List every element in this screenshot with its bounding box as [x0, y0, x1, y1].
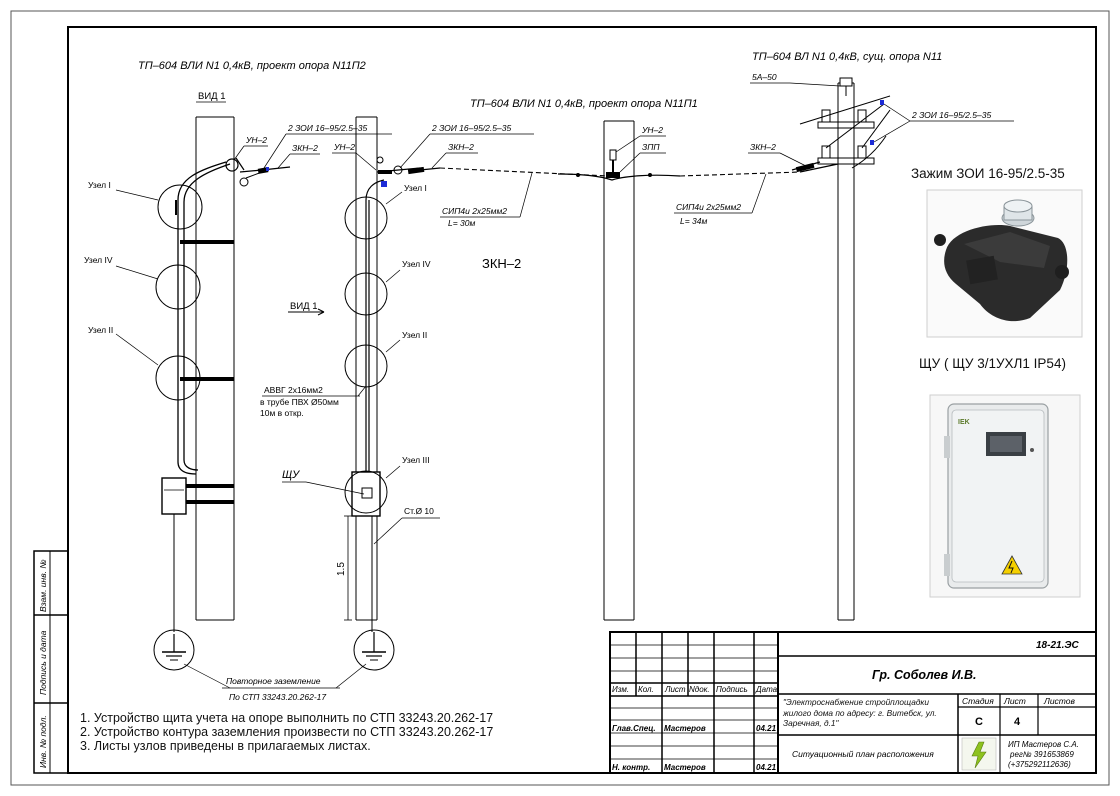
margin-inv-repl: Взам. инв. № — [38, 559, 48, 612]
dimension-1-5: 1.5 — [336, 562, 347, 576]
client-name: Гр. Соболев И.В. — [872, 668, 977, 682]
tb-header-sign: Подпись — [716, 685, 748, 694]
sheet-title: Ситуационный план расположения — [792, 749, 934, 759]
tb-header-kol: Кол. — [638, 685, 654, 694]
title-pole-n11p1: ТП–604 ВЛИ N1 0,4кВ, проект опора N11П1 — [470, 98, 698, 110]
pole-2: 1.5 Узел I Узел IV Узел II Узел III — [336, 116, 441, 671]
un2-label-b: УН–2 — [333, 142, 355, 152]
pole-3 — [557, 120, 681, 621]
pole-4 — [791, 77, 891, 621]
steel-rod-label: Ст.Ø 10 — [404, 506, 434, 516]
note-1: 1. Устройство щита учета на опоре выполн… — [80, 711, 494, 725]
margin-sign-date: Подпись и дата — [38, 630, 48, 695]
node4-label-pole1: Узел IV — [84, 255, 113, 265]
tb-header-date: Дата — [755, 685, 778, 694]
vid1-label-arrow: ВИД 1 — [290, 301, 318, 312]
title-pole-n11: ТП–604 ВЛ N1 0,4кВ, сущ. опора N11 — [752, 51, 942, 63]
tb-header-izm: Изм. — [612, 685, 629, 694]
zkn-center-label: ЗКН–2 — [482, 256, 521, 271]
org-logo — [961, 737, 997, 771]
tb-role-2: Н. контр. — [612, 763, 650, 772]
tb-header-list: Лист — [664, 685, 686, 694]
tb-name-2: Мастеров — [664, 763, 706, 772]
svg-text:IEK: IEK — [958, 419, 970, 426]
zoi-label-c: 2 ЗОИ 16–95/2.5–35 — [911, 110, 991, 120]
tb-name-1: Мастеров — [664, 724, 706, 733]
a50-label: 5А–50 — [752, 72, 777, 82]
clamp-photo — [926, 189, 1083, 338]
avvg-label-3: 10м в откр. — [260, 408, 304, 418]
zoi-label-b: 2 ЗОИ 16–95/2.5–35 — [431, 123, 511, 133]
object-description: "Электроснабжение стройплощадки жилого д… — [783, 697, 937, 728]
margin-stamp: Взам. инв. № Подпись и дата Инв. № подл. — [33, 550, 69, 774]
note-2: 2. Устройство контура заземления произве… — [80, 725, 494, 739]
sheets-label: Листов — [1043, 696, 1076, 706]
inner-frame — [67, 26, 1097, 774]
zkn-label-c: ЗКН–2 — [750, 142, 776, 152]
stage-label: Стадия — [962, 696, 994, 706]
sheet-label: Лист — [1003, 696, 1026, 706]
title-block-text: 18-21.ЭС Гр. Соболев И.В. Изм. Кол. Лист… — [612, 640, 1080, 772]
stage-value: С — [975, 716, 983, 728]
shu-label: ЩУ — [282, 469, 300, 481]
node4-label-pole2: Узел IV — [402, 259, 431, 269]
margin-inv-orig: Инв. № подл. — [38, 715, 48, 768]
doc-code: 18-21.ЭС — [1036, 640, 1080, 651]
zkn-label-b: ЗКН–2 — [448, 142, 474, 152]
node1-label-pole1: Узел I — [88, 180, 111, 190]
zoi-label-a: 2 ЗОИ 16–95/2.5–35 — [287, 123, 367, 133]
org-line-2: рег№ 391653869 — [1009, 750, 1074, 759]
general-notes: 1. Устройство щита учета на опоре выполн… — [80, 711, 493, 753]
tb-header-ndok: Nдок. — [689, 685, 710, 694]
length-label-1: L= 30м — [448, 218, 476, 228]
org-line-3: (+375292112636) — [1008, 760, 1071, 769]
title-block — [609, 631, 1097, 774]
outer-frame — [10, 10, 1110, 786]
meter-panel-photo: IEK — [929, 394, 1081, 598]
clamp-caption: Зажим ЗОИ 16-95/2.5-35 — [911, 166, 1065, 181]
node2-label-pole1: Узел II — [88, 325, 113, 335]
un2-label-c: УН–2 — [641, 125, 663, 135]
ground-note-2: По СТП 33243.20.262-17 — [229, 692, 326, 702]
tb-role-1: Глав.Спец. — [612, 724, 656, 733]
vid1-label-top: ВИД 1 — [198, 91, 226, 102]
avvg-label-2: в трубе ПВХ Ø50мм — [260, 397, 339, 407]
avvg-label-1: АВВГ 2х16мм2 — [264, 385, 323, 395]
node1-label-pole2: Узел I — [404, 183, 427, 193]
length-label-2: L= 34м — [680, 216, 708, 226]
sheet-value: 4 — [1014, 716, 1021, 728]
panel-caption: ЩУ ( ЩУ 3/1УХЛ1 IP54) — [919, 356, 1066, 371]
tb-date-2: 04.21 — [756, 763, 777, 772]
un2-label-a: УН–2 — [245, 135, 267, 145]
node2-label-pole2: Узел II — [402, 330, 427, 340]
org-line-1: ИП Мастеров С.А. — [1008, 740, 1079, 749]
sip-label-2: СИП4и 2х25мм2 — [676, 202, 741, 212]
node3-label-pole2: Узел III — [402, 455, 430, 465]
tb-date-1: 04.21 — [756, 724, 777, 733]
pole-1: ВИД 1 Узел I Узел IV Узел II — [84, 91, 291, 671]
sip-label-1: СИП4и 2х25мм2 — [442, 206, 507, 216]
ground-note-1: Повторное заземление — [226, 676, 321, 686]
title-pole-n11p2: ТП–604 ВЛИ N1 0,4кВ, проект опора N11П2 — [138, 60, 366, 72]
span-2-conductor — [679, 171, 801, 177]
zkn-label-a: ЗКН–2 — [292, 143, 318, 153]
note-3: 3. Листы узлов приведены в прилагаемых л… — [80, 739, 371, 753]
zpp-label: ЗПП — [642, 142, 660, 152]
